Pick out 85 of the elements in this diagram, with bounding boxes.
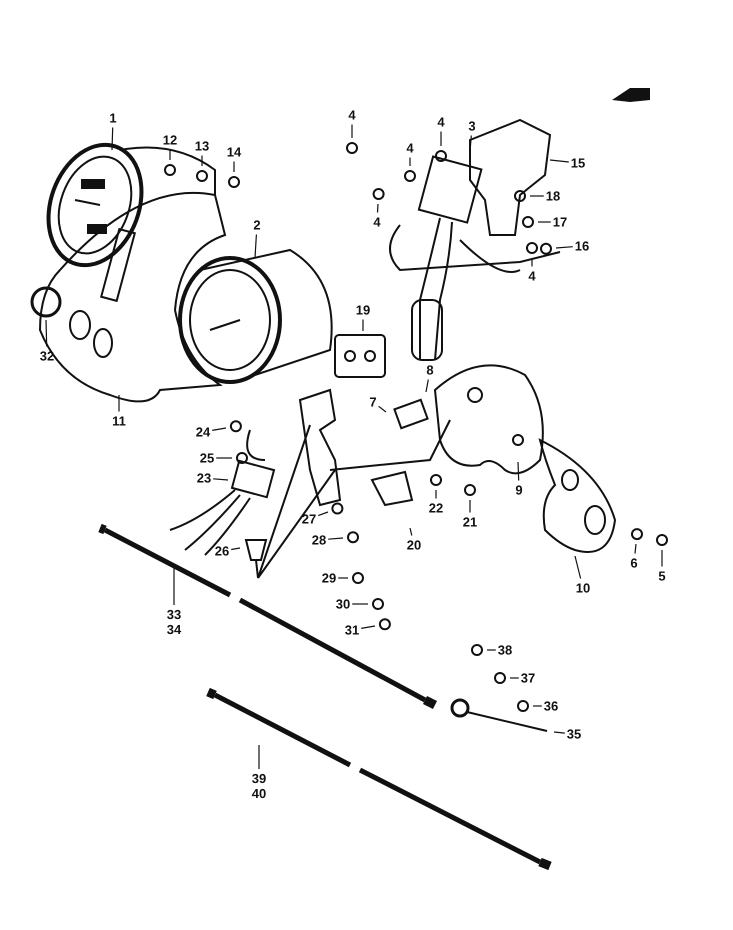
callout-number: 21	[462, 514, 478, 530]
leader-line	[362, 320, 364, 331]
leader-line	[338, 577, 348, 579]
callout-number: 17	[552, 214, 568, 230]
callout-number: 20	[406, 538, 422, 552]
leader-line	[425, 379, 429, 392]
leader-line	[530, 195, 544, 197]
leader-line	[487, 649, 496, 651]
leader-line	[550, 159, 569, 163]
leader-line	[213, 478, 228, 481]
callout-number: 33	[166, 607, 182, 622]
callout-number: 6	[630, 556, 638, 570]
leader-line	[435, 490, 437, 498]
callout-number: 4	[406, 140, 414, 156]
leader-line	[440, 132, 442, 146]
callout-number: 18	[546, 188, 560, 204]
leader-line	[634, 544, 637, 554]
leader-line	[556, 246, 573, 249]
callout-number: 31	[344, 622, 360, 638]
leader-line	[469, 500, 471, 512]
leader-line	[409, 158, 411, 166]
callout-number: 13	[194, 138, 210, 154]
leader-line	[574, 556, 582, 579]
callout-number: 39	[252, 771, 266, 786]
callout-number: 38	[498, 642, 512, 658]
callout-number: 24	[196, 424, 210, 440]
leader-line	[469, 135, 472, 152]
leader-line	[318, 511, 328, 516]
leader-line	[352, 603, 368, 605]
callout-number: 29	[322, 570, 336, 586]
leader-line	[361, 625, 376, 629]
leader-line	[201, 156, 203, 166]
callout-number: 27	[302, 512, 316, 526]
callout-number: 16	[574, 238, 590, 254]
callout-number: 23	[196, 470, 212, 486]
leader-line	[533, 705, 542, 707]
leader-line	[376, 204, 379, 213]
callout-number: 36	[544, 698, 558, 714]
leader-line	[531, 258, 533, 266]
leader-line	[517, 462, 520, 481]
callout-number: 22	[428, 500, 444, 516]
leader-line	[328, 537, 344, 540]
callout-number: 10	[576, 580, 590, 596]
leader-line	[554, 731, 565, 734]
callout-number: 3	[468, 118, 476, 134]
callout-number: 35	[566, 726, 582, 742]
callout-number: 2	[253, 218, 261, 232]
callout-number: 28	[312, 532, 326, 548]
callout-number: 26	[214, 544, 230, 558]
callout-number: 15	[570, 156, 586, 170]
callout-number: 12	[162, 132, 178, 148]
callout-number: 5	[658, 568, 666, 584]
callout-number: 4	[348, 108, 356, 122]
leader-line	[173, 565, 175, 605]
callout-number: 9	[515, 482, 523, 498]
callout-number: 4	[437, 114, 445, 130]
callout-number: 25	[200, 450, 214, 466]
callout-number: 1	[109, 110, 117, 126]
callout-number: 19	[356, 302, 370, 318]
callout-number: 11	[112, 414, 126, 428]
leader-line	[510, 677, 519, 679]
leader-line	[45, 320, 48, 347]
leader-line	[111, 127, 114, 150]
leader-line	[169, 150, 171, 160]
callout-number: 34	[166, 622, 182, 637]
leader-line	[409, 528, 412, 536]
callout-number: 7	[369, 394, 377, 410]
callout-number: 4	[373, 214, 381, 230]
leader-line	[216, 457, 232, 459]
callout-number: 4	[528, 268, 536, 284]
callout-number: 30	[336, 596, 350, 612]
leader-line	[233, 162, 235, 172]
leader-line	[231, 547, 240, 550]
leader-line	[661, 550, 663, 566]
callout-number: 8	[426, 362, 434, 378]
leader-line	[258, 745, 260, 769]
leader-line	[378, 406, 386, 412]
leader-line	[351, 124, 353, 138]
callout-number: 37	[520, 670, 536, 686]
leader-line	[538, 221, 551, 223]
leader-line	[212, 427, 226, 431]
leader-line	[118, 395, 120, 412]
callout-number: 14	[226, 144, 242, 160]
callout-number: 40	[252, 786, 266, 801]
leader-line	[254, 234, 257, 258]
